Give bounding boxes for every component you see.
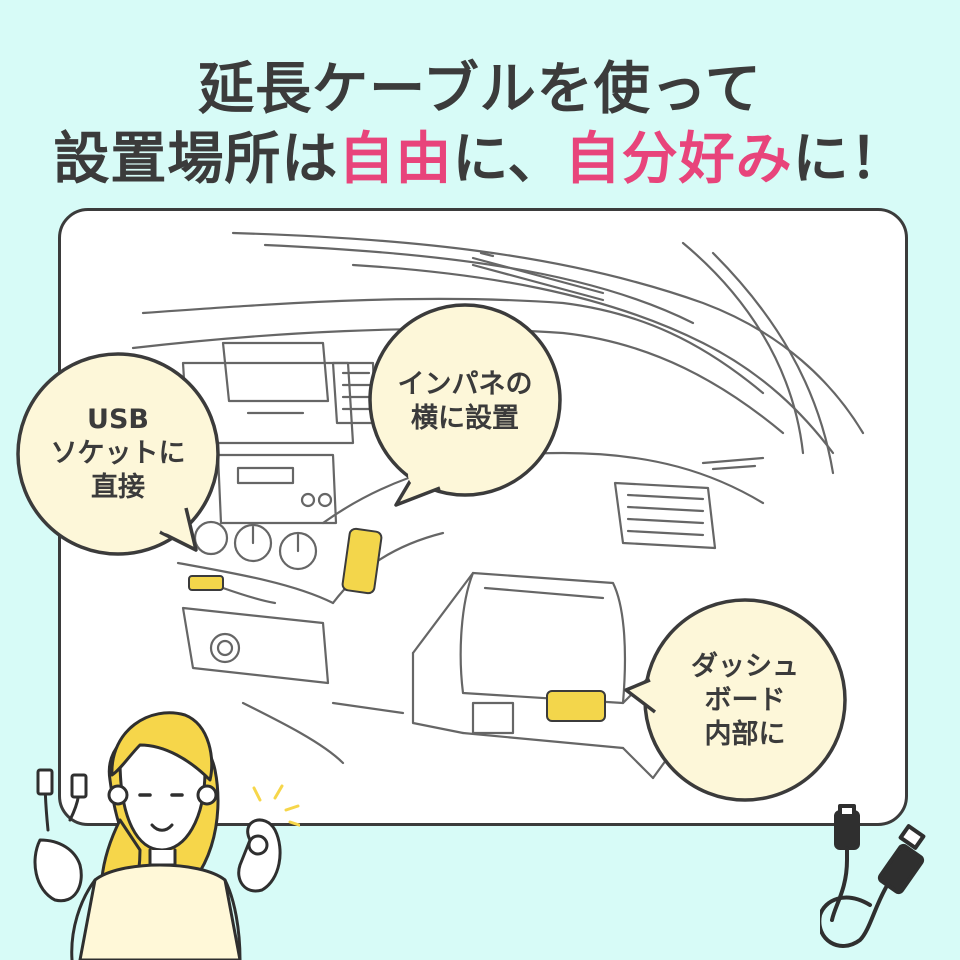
- headline-line-2: 設置場所は自由に、自分好みに！: [0, 128, 960, 192]
- callout-usb-line1: USB: [87, 404, 149, 435]
- headline-emphasis-freedom: 自由: [338, 127, 453, 192]
- usb-cable-icon: [820, 804, 926, 948]
- headline-text-1: 延長ケーブルを使って: [198, 57, 762, 122]
- callout-usb-socket: USB ソケットに 直接: [18, 403, 218, 505]
- callout-dashboard: ダッシュ ボード 内部に: [645, 650, 845, 752]
- dashboard-device: [546, 690, 606, 722]
- callout-dashboard-line3: 内部に: [704, 719, 786, 750]
- headline-text-2a: 設置場所は: [53, 127, 339, 192]
- callout-dashboard-line1: ダッシュ: [691, 651, 799, 682]
- callout-dashboard-line2: ボード: [704, 685, 786, 716]
- usb-socket-device: [188, 575, 224, 591]
- callout-instrument-line1: インパネの: [397, 369, 533, 400]
- headline-line-1: 延長ケーブルを使って: [0, 58, 960, 122]
- callout-usb-line2: ソケットに: [50, 438, 186, 469]
- callout-instrument-line2: 横に設置: [411, 403, 519, 434]
- woman-ok-gesture-illustration: [33, 711, 300, 960]
- callout-usb-line3: 直接: [91, 472, 145, 503]
- headline-text-2b: に、: [452, 127, 565, 192]
- callout-instrument-panel: インパネの 横に設置: [370, 368, 560, 436]
- headline-emphasis-preference: 自分好み: [564, 127, 793, 192]
- panel-side-device: [341, 527, 383, 595]
- headline-text-2c: に！: [792, 127, 907, 192]
